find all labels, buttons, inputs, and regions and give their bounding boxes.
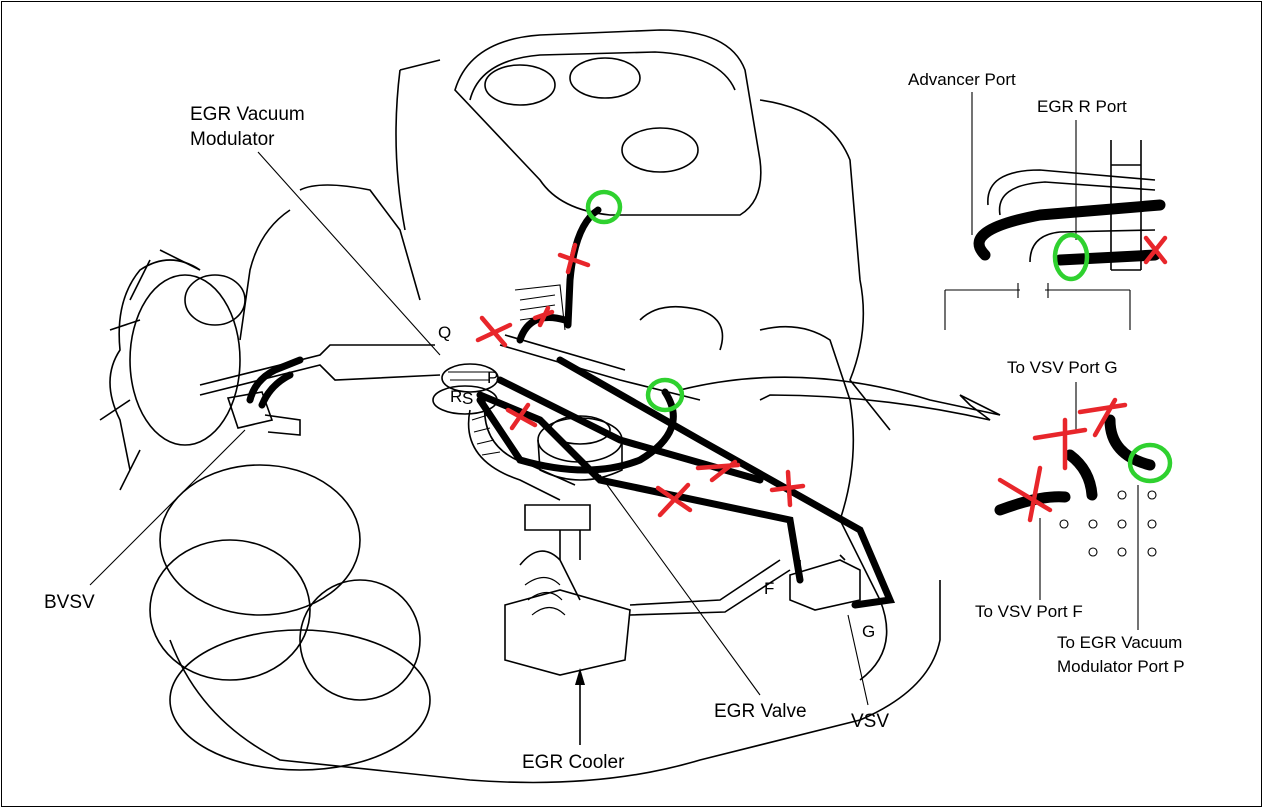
- red-x-icon: [997, 465, 1053, 523]
- port-label-p: P: [487, 368, 498, 387]
- leader-bvsv: [89, 429, 246, 586]
- label-to-modulator-2: Modulator Port P: [1057, 657, 1185, 676]
- port-label-f: F: [764, 579, 774, 598]
- label-egr-r-port: EGR R Port: [1037, 97, 1127, 116]
- port-label-g: G: [862, 622, 875, 641]
- label-bvsv: BVSV: [44, 592, 95, 613]
- red-x-icon: [1077, 397, 1128, 438]
- label-vsv: VSV: [851, 711, 889, 732]
- red-x-icon: [1032, 417, 1088, 471]
- red-x-icon: [475, 315, 513, 348]
- engine-outline: [99, 29, 941, 784]
- leader-modulator: [257, 151, 441, 356]
- label-to-modulator-1: To EGR Vacuum: [1057, 633, 1182, 652]
- label-egr-valve: EGR Valve: [714, 701, 807, 722]
- port-label-s: S: [462, 389, 473, 408]
- green-circle-icon: [1127, 442, 1173, 484]
- green-circle-icon: [585, 189, 623, 225]
- main-labels: EGR Vacuum Modulator BVSV EGR Cooler EGR…: [44, 104, 889, 773]
- label-to-vsv-port-f: To VSV Port F: [975, 602, 1083, 621]
- label-to-vsv-port-g: To VSV Port G: [1007, 358, 1118, 377]
- label-egr-cooler: EGR Cooler: [522, 752, 625, 773]
- label-egr-vacuum-modulator-1: EGR Vacuum: [190, 104, 305, 125]
- red-x-icon: [695, 459, 741, 483]
- red-x-icon: [769, 469, 806, 508]
- port-label-r: R: [450, 387, 462, 406]
- red-x-icon: [505, 402, 538, 431]
- port-label-q: Q: [438, 323, 451, 342]
- callout-arrow-icon: [679, 376, 1001, 421]
- disconnect-marks: [475, 235, 1168, 523]
- connect-marks: [585, 189, 1173, 484]
- leader-vsv: [847, 614, 869, 706]
- arrow-egr-cooler-icon: [575, 668, 585, 685]
- inset-bottom: To VSV Port G To VSV Port F To EGR Vacuu…: [975, 358, 1185, 676]
- label-advancer-port: Advancer Port: [908, 70, 1016, 89]
- port-grid: [1059, 490, 1157, 557]
- red-x-icon: [557, 242, 591, 275]
- label-egr-vacuum-modulator-2: Modulator: [190, 129, 275, 150]
- red-x-icon: [532, 305, 555, 328]
- inset-top: Advancer Port EGR R Port: [908, 70, 1166, 330]
- vacuum-hoses: [246, 206, 896, 609]
- leader-egr-valve: [599, 474, 761, 696]
- red-x-icon: [1143, 235, 1168, 265]
- red-x-icon: [655, 482, 693, 518]
- green-circle-icon: [645, 377, 685, 413]
- green-circle-icon: [1052, 232, 1090, 282]
